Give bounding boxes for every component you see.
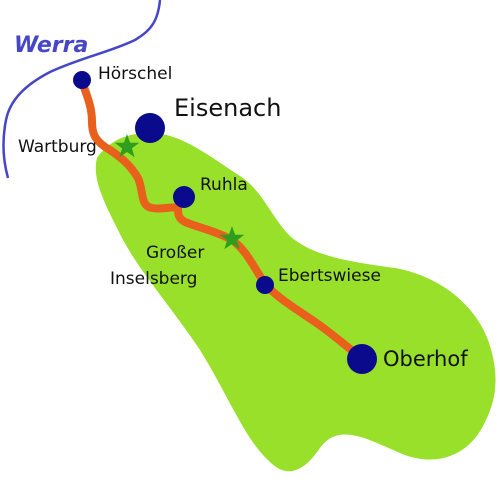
town-eisenach-icon	[135, 113, 165, 143]
label-eisenach: Eisenach	[174, 94, 281, 122]
town-ebertswiese-icon	[256, 276, 274, 294]
label-inselsberg: Inselsberg	[110, 269, 197, 289]
label-ebertswiese: Ebertswiese	[278, 266, 381, 286]
label-grosser: Großer	[146, 243, 204, 263]
town-oberhof-icon	[347, 344, 377, 374]
river-werra	[2, 0, 162, 179]
inselsberg-star-icon	[219, 226, 245, 250]
trail-route	[78, 78, 366, 362]
wartburg-star-icon	[114, 134, 140, 158]
town-hoerschel-icon	[73, 71, 91, 89]
town-ruhla-icon	[173, 186, 195, 208]
label-hoerschel: Hörschel	[98, 64, 172, 84]
label-ruhla: Ruhla	[200, 175, 248, 195]
label-wartburg: Wartburg	[18, 137, 97, 157]
river-label: Werra	[14, 33, 88, 58]
region-area	[95, 132, 496, 472]
label-oberhof: Oberhof	[383, 347, 468, 371]
